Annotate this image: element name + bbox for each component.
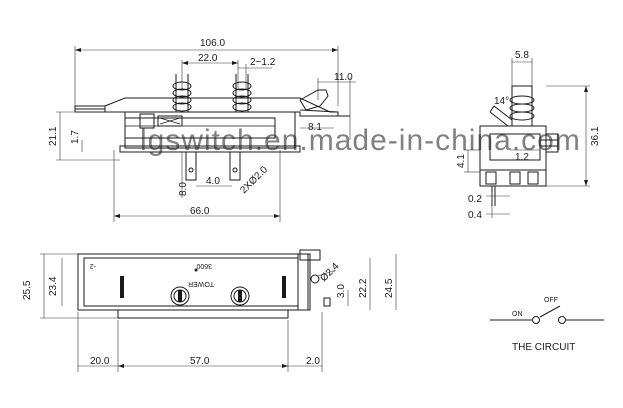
dim-center-span: 57.0 (190, 356, 210, 367)
label-mark: -2 (90, 262, 96, 269)
spring-right (232, 74, 252, 112)
spring-left (172, 74, 192, 112)
dim-body-length: 66.0 (190, 206, 210, 217)
terminal-right (230, 286, 250, 306)
dim-height-total: 21.1 (48, 126, 59, 146)
dim-slot: 1.2 (515, 152, 529, 163)
dim-hole: Ø2.4 (318, 261, 341, 284)
dim-right-inner: 22.2 (358, 278, 369, 298)
dim-right-outer: 24.5 (384, 278, 395, 298)
dim-overall-length: 106.0 (200, 38, 225, 49)
side-view: 5.8 14° 1.2 36.1 (456, 50, 601, 221)
dim-pin-spacing: 4.0 (206, 176, 220, 187)
label-model: 3600 (196, 262, 212, 269)
label-brand: TOWER (188, 280, 214, 287)
circuit-on-label: ON (512, 311, 523, 318)
dim-gap-small: 0.2 (468, 194, 482, 205)
dim-lever-tip: 11.0 (334, 72, 353, 83)
dim-pin-length: 8.0 (178, 182, 189, 196)
dim-gap-base: 0.4 (468, 210, 482, 221)
dim-angle: 14° (494, 96, 509, 107)
terminal-left (170, 286, 190, 306)
watermark-text: lgswitch.en.made-in-china.com (140, 124, 581, 157)
dim-left-offset: 20.0 (90, 356, 110, 367)
dim-right-offset: 2.0 (306, 356, 320, 367)
dim-pin-holes: 2XØ2.0 (238, 164, 270, 196)
dim-pin-height: 4.1 (456, 154, 467, 168)
dim-base-thickness: 1.7 (70, 130, 81, 144)
dim-height-outer: 25.5 (22, 280, 33, 300)
dim-slot-height: 3.0 (336, 284, 347, 298)
bottom-view: -2 3600 TOWER Ø2.4 25.5 23.4 3.0 22.2 24… (22, 249, 397, 372)
dim-side-height: 36.1 (590, 126, 601, 146)
circuit-title: THE CIRCUIT (512, 342, 575, 353)
dim-lever-offset: 8.1 (308, 122, 322, 133)
dim-height-inner: 23.4 (48, 276, 59, 296)
circuit-diagram: ON OFF THE CIRCUIT (490, 297, 604, 353)
dim-spring-width: 2~1.2 (250, 57, 276, 68)
dim-spring-span: 22.0 (198, 53, 218, 64)
dim-actuator-width: 5.8 (515, 50, 529, 61)
circuit-off-label: OFF (544, 297, 558, 304)
